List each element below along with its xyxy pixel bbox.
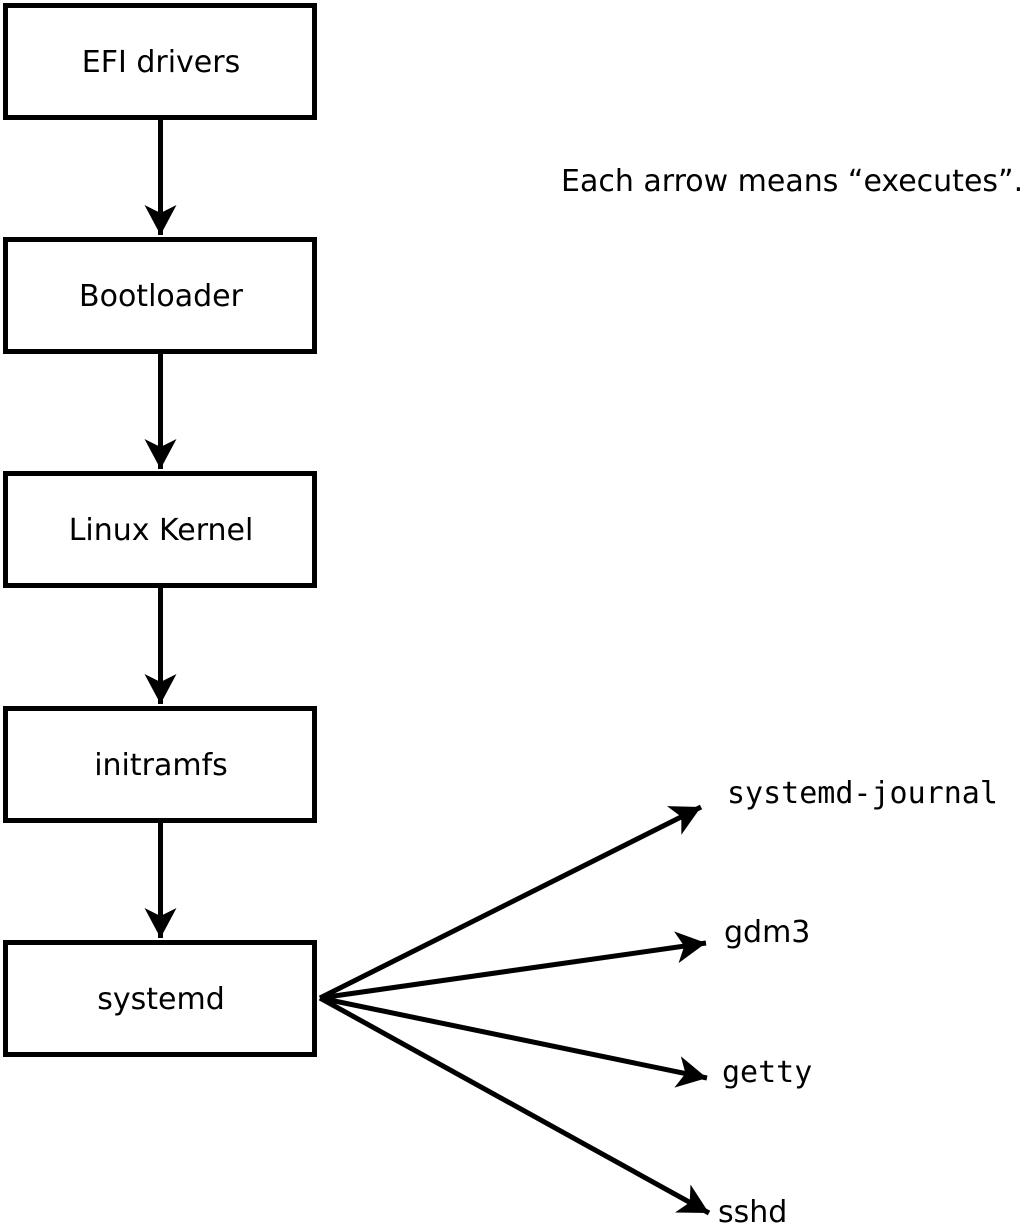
box-efi-drivers-label: EFI drivers bbox=[82, 45, 240, 80]
arrow-systemd-to-gdm3-icon bbox=[319, 931, 707, 1001]
box-efi-drivers bbox=[3, 3, 317, 120]
arrow-systemd-to-sshd-icon bbox=[318, 995, 711, 1216]
box-linux-kernel bbox=[3, 471, 317, 588]
arrow-systemd-to-systemd-journal-icon bbox=[318, 804, 703, 1001]
box-systemd bbox=[3, 940, 317, 1057]
box-initramfs-label: initramfs bbox=[94, 748, 228, 783]
arrow-systemd-to-getty-icon bbox=[319, 995, 708, 1088]
box-linux-kernel-label: Linux Kernel bbox=[69, 513, 254, 548]
annotation-note: Each arrow means “executes”. bbox=[561, 164, 1023, 199]
label-gdm3: gdm3 bbox=[724, 915, 810, 950]
label-getty: getty bbox=[722, 1055, 812, 1090]
box-bootloader-label: Bootloader bbox=[79, 279, 244, 314]
box-bootloader bbox=[3, 237, 317, 354]
box-initramfs bbox=[3, 706, 317, 823]
box-systemd-label: systemd bbox=[97, 982, 225, 1017]
label-sshd: sshd bbox=[718, 1195, 787, 1230]
label-systemd-journal: systemd-journal bbox=[727, 776, 998, 811]
